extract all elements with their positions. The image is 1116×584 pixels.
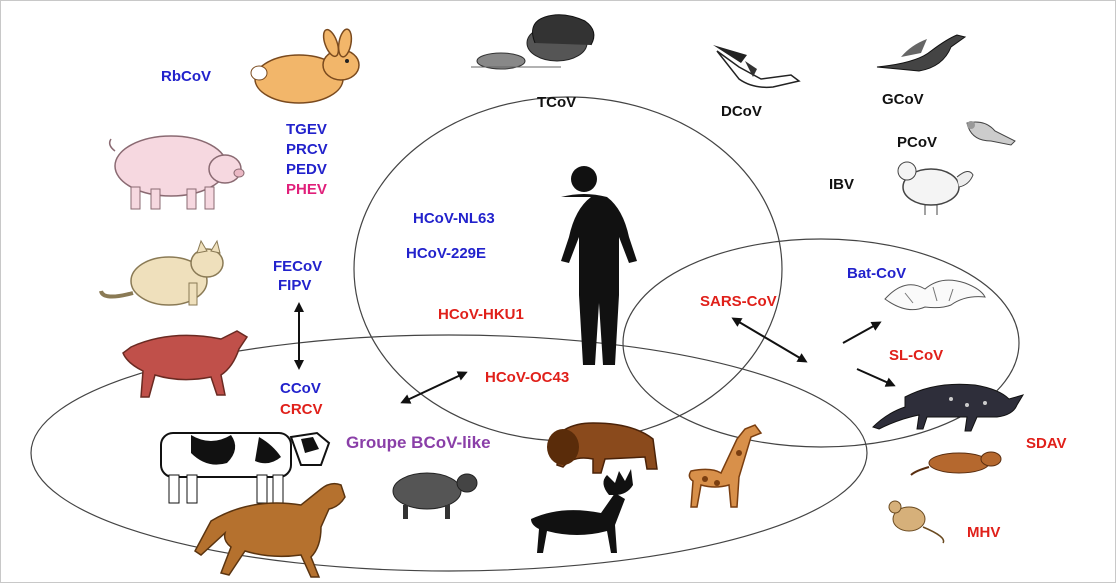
label-sars-cov: SARS-CoV — [700, 294, 777, 309]
label-sdav: SDAV — [1026, 436, 1067, 451]
cow-icon — [161, 433, 329, 503]
label-hcov-oc43: HCoV-OC43 — [485, 370, 569, 385]
label-hcov-hku1: HCoV-HKU1 — [438, 307, 524, 322]
dog-icon — [123, 331, 247, 397]
label-tcov: TCoV — [537, 95, 576, 110]
civet-icon — [873, 384, 1023, 431]
sheep-icon — [393, 473, 477, 519]
label-fecov: FECoV — [273, 259, 322, 274]
turkey-icon — [471, 15, 594, 69]
label-group-bcov-like: Groupe BCoV-like — [346, 434, 491, 451]
pigeon-icon — [967, 121, 1015, 145]
horse-icon — [195, 484, 345, 577]
label-pcov: PCoV — [897, 135, 937, 150]
label-fipv: FIPV — [278, 278, 311, 293]
arrow-to-civet — [857, 369, 893, 385]
human-circle — [354, 97, 782, 441]
arrow-sars-civet — [734, 319, 805, 361]
moose-icon — [531, 469, 633, 553]
bat-icon — [885, 280, 985, 310]
label-mhv: MHV — [967, 525, 1000, 540]
pig-icon — [110, 136, 244, 209]
label-gcov: GCoV — [882, 92, 924, 107]
label-dcov: DCoV — [721, 104, 762, 119]
label-phev: PHEV — [286, 182, 327, 197]
label-ibv: IBV — [829, 177, 854, 192]
giraffe-icon — [689, 425, 761, 507]
label-prcv: PRCV — [286, 142, 328, 157]
label-ccov: CCoV — [280, 381, 321, 396]
rat-icon — [911, 452, 1001, 475]
label-hcov-nl63: HCoV-NL63 — [413, 211, 495, 226]
label-sl-cov: SL-CoV — [889, 348, 943, 363]
label-rbcov: RbCoV — [161, 69, 211, 84]
mouse-icon — [889, 501, 944, 543]
goose-icon — [877, 35, 965, 71]
human-icon — [561, 166, 637, 365]
label-hcov-229e: HCoV-229E — [406, 246, 486, 261]
arrow-to-bat — [843, 323, 879, 343]
cat-icon — [101, 241, 223, 305]
label-crcv: CRCV — [280, 402, 323, 417]
duck-icon — [713, 45, 799, 87]
rabbit-icon — [251, 28, 359, 103]
chicken-icon — [898, 162, 973, 215]
label-pedv: PEDV — [286, 162, 327, 177]
label-bat-cov: Bat-CoV — [847, 266, 906, 281]
label-tgev: TGEV — [286, 122, 327, 137]
